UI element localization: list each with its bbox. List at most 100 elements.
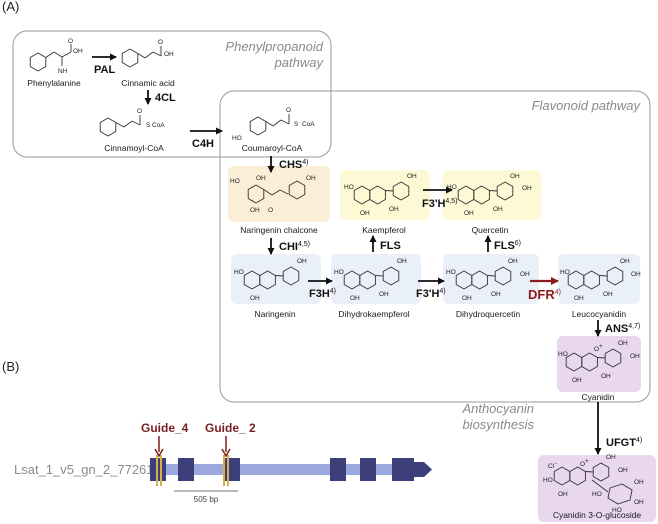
atom-label: OH <box>603 291 613 298</box>
dihydrokaempferol-label: Dihydrokaempferol <box>338 309 409 319</box>
atom-label: S <box>146 122 151 129</box>
atom-label: OH <box>520 271 530 278</box>
naringenin-label: Naringenin <box>254 309 295 319</box>
atom-label: HO <box>592 491 602 498</box>
enzyme-ufgt: UFGT4) <box>606 437 642 449</box>
guide-2-pointer-head <box>221 448 231 458</box>
atom-label: OH <box>164 51 174 58</box>
enzyme-chi: CHI4,5) <box>279 241 310 253</box>
atom-label: O <box>158 39 163 46</box>
phenylpropanoid-title-line2: pathway <box>274 55 325 70</box>
naringenin-structure: HO OH OH <box>234 258 307 302</box>
cyanidin-label: Cyanidin <box>581 392 614 402</box>
enzyme-4cl: 4CL <box>155 92 176 104</box>
atom-label: + <box>585 458 589 465</box>
enzyme-pal: PAL <box>94 64 115 76</box>
atom-label: + <box>599 343 603 350</box>
atom-label: OH <box>306 175 316 182</box>
quercetin-label: Quercetin <box>472 225 509 235</box>
atom-label: HO <box>543 477 553 484</box>
atom-label: HO <box>230 178 240 185</box>
guide-2-label: Guide_ 2 <box>205 421 256 435</box>
enzyme-fls-1: FLS <box>380 240 401 252</box>
atom-label: OH <box>491 291 501 298</box>
atom-label: OH <box>618 340 628 347</box>
kaempferol-structure: HO OH OH OH <box>344 173 417 217</box>
leucocyanidin-structure: HO OH OH OH OH <box>560 258 641 302</box>
cyanidin-3-o-glucoside-label: Cyanidin 3-O-glucoside <box>553 510 642 520</box>
enzyme-f3h-prime-2: F3'H4,5) <box>422 198 457 210</box>
atom-label: OH <box>508 258 518 265</box>
atom-label: CoA <box>302 121 315 128</box>
quercetin-background <box>443 170 541 220</box>
atom-label: HO <box>612 507 622 514</box>
phenylpropanoid-title-line1: Phenylpropanoid <box>225 39 323 54</box>
phenylpropanoid-box <box>12 30 332 158</box>
atom-label: OH <box>250 207 260 214</box>
atom-label: OH <box>379 291 389 298</box>
atom-label: OH <box>73 48 83 55</box>
atom-label: HO <box>232 135 242 142</box>
gene-exon <box>224 458 240 481</box>
atom-label: O <box>137 108 142 115</box>
enzyme-ans: ANS4,7) <box>605 323 640 335</box>
dihydrokaempferol-background <box>331 254 421 304</box>
atom-label: OH <box>574 295 584 302</box>
atom-label: OH <box>350 295 360 302</box>
gene-exon <box>178 458 194 481</box>
atom-label: OH <box>522 185 532 192</box>
anthocyanin-title-line2: biosynthesis <box>462 417 534 432</box>
gene-end-arrow <box>414 462 432 477</box>
enzyme-dfr: DFR4) <box>528 287 561 302</box>
atom-label: OH <box>620 258 630 265</box>
atom-label: O <box>286 107 291 114</box>
dihydroquercetin-background <box>443 254 539 304</box>
panel-b-label: (B) <box>2 359 19 374</box>
leucocyanidin-label: Leucocyanidin <box>572 309 627 319</box>
atom-label: OH <box>630 353 640 360</box>
atom-label: OH <box>256 175 266 182</box>
atom-label: OH <box>389 206 399 213</box>
guide-4-label: Guide_4 <box>141 421 189 435</box>
atom-label: CoA <box>152 122 165 129</box>
gene-exon <box>330 458 346 481</box>
gene-intron-backbone <box>150 464 424 475</box>
atom-label: OH <box>634 499 644 506</box>
atom-label: O <box>268 207 273 214</box>
atom-label: HO <box>560 269 570 276</box>
c3g-background <box>538 455 656 522</box>
cinnamic-acid-label: Cinnamic acid <box>121 78 175 88</box>
chalcone-background <box>228 166 330 222</box>
cinnamoyl-coa-label: Cinnamoyl-CoA <box>104 143 164 153</box>
naringenin-chalcone-structure: HO OH OH O OH <box>230 175 316 214</box>
atom-label: OH <box>397 258 407 265</box>
cyanidin-3-o-glucoside-structure: Cl - O + HO OH OH OH OH OH HO HO <box>543 454 644 514</box>
cyanidin-background <box>557 336 641 392</box>
atom-label: HO <box>234 269 244 276</box>
atom-label: Cl <box>548 463 555 470</box>
dihydroquercetin-label: Dihydroquercetin <box>456 309 521 319</box>
phenylalanine-label: Phenylalanine <box>27 78 81 88</box>
gene-id-label: Lsat_1_v5_gn_2_77261 <box>14 462 154 477</box>
guide-4-pointer-head <box>154 448 164 458</box>
atom-label: HO <box>344 184 354 191</box>
atom-label: S <box>294 121 299 128</box>
anthocyanin-title-line1: Anthocyanin <box>461 401 534 416</box>
atom-label: OH <box>631 271 641 278</box>
coumaroyl-coa-label: Coumaroyl-CoA <box>242 143 303 153</box>
atom-label: OH <box>606 454 616 461</box>
atom-label: - <box>555 460 557 467</box>
atom-label: HO <box>334 269 344 276</box>
cinnamoyl-coa-structure: O S CoA <box>99 108 165 137</box>
atom-label: OH <box>464 210 474 217</box>
atom-label: O <box>594 346 599 353</box>
atom-label: O <box>580 461 585 468</box>
atom-label: OH <box>558 491 568 498</box>
atom-label: OH <box>297 258 307 265</box>
atom-label: OH <box>493 206 503 213</box>
atom-label: OH <box>572 377 582 384</box>
enzyme-fls-2: FLS6) <box>494 240 521 252</box>
coumaroyl-coa-structure: O S CoA HO <box>232 107 315 142</box>
atom-label: OH <box>618 467 628 474</box>
